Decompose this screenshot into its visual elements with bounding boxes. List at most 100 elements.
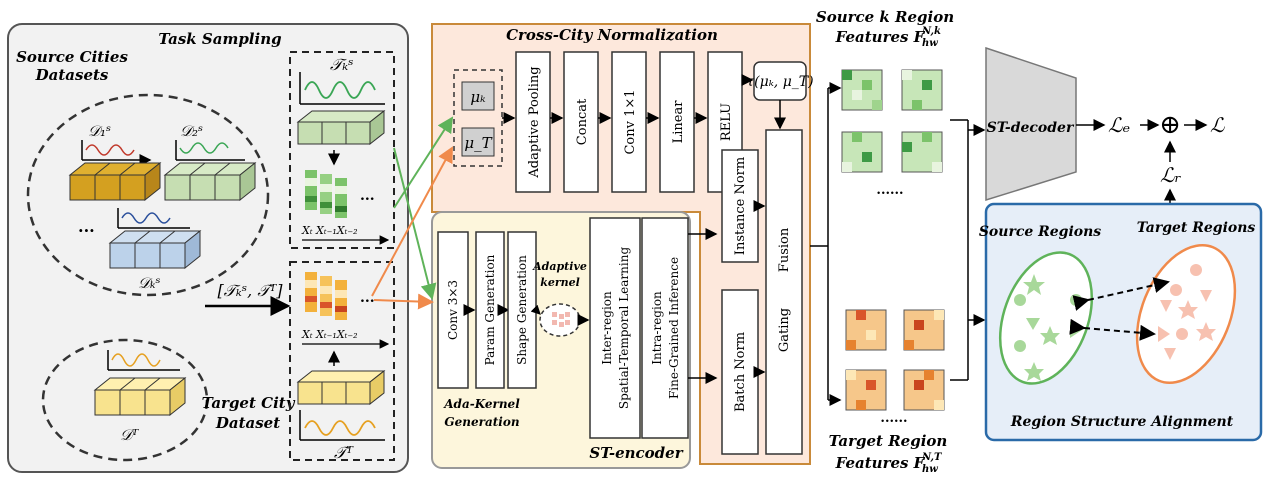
mu-t-label: μ_T	[464, 134, 492, 152]
intra-region-label-1: Intra-region	[650, 291, 664, 365]
target-features-sub: hw	[922, 464, 938, 475]
fusion-label: Fusion	[777, 227, 792, 272]
param-generation-label: Param Generation	[483, 254, 497, 365]
linear-block	[659, 51, 695, 193]
tt-grid-block	[296, 369, 386, 406]
dt-series-line	[111, 353, 161, 367]
oplus-symbol: ⊕	[1159, 110, 1181, 140]
target-regions-title: Target Regions	[1137, 220, 1256, 236]
concat-label: Concat	[575, 98, 590, 145]
inter-region-block	[589, 217, 641, 439]
target-heatmap-3	[845, 369, 887, 411]
d2-label: 𝒟₂ˢ	[180, 122, 203, 140]
intra-region-block	[641, 217, 689, 439]
cross-city-blocks: Adaptive Pooling Concat Conv 1×1 Linear …	[515, 51, 743, 193]
cross-city-title: Cross-City Normalization	[506, 26, 718, 44]
linear-label: Linear	[671, 100, 686, 144]
tt-series-line	[304, 420, 376, 436]
target-task-box	[289, 261, 395, 461]
instance-norm-label: Instance Norm	[733, 157, 748, 255]
source-heatmap-1	[841, 69, 883, 111]
target-heatmap-1	[845, 309, 887, 351]
target-features-title-2: Features F	[835, 454, 926, 472]
st-decoder-shape	[985, 46, 1077, 202]
d1-grid-block	[68, 161, 162, 202]
source-features-dots: ......	[876, 183, 903, 198]
tt-x-labels: Xₜ Xₜ₋₁Xₜ₋₂	[301, 328, 358, 341]
gating-label: Gating	[777, 308, 792, 352]
conv3x3-block	[437, 231, 469, 389]
adaptive-pooling-label: Adaptive Pooling	[527, 66, 542, 178]
ada-kernel-title-2: Generation	[444, 415, 519, 429]
dt-grid-block	[93, 376, 187, 417]
dt-label: 𝒟ᵀ	[120, 426, 139, 444]
inter-region-label-2: Spatial-Temporal Learning	[617, 247, 631, 410]
conv1x1-label: Conv 1×1	[623, 89, 638, 154]
kernel-dots	[552, 312, 570, 327]
target-heatmap-2	[903, 309, 945, 351]
task-sampling-title: Task Sampling	[158, 30, 281, 48]
source-cities-title: Source Cities	[16, 48, 128, 66]
source-features-sup: N,k	[921, 26, 941, 37]
source-heatmap-3	[841, 131, 883, 173]
batch-norm-label: Batch Norm	[733, 332, 748, 412]
intra-region-label-2: Fine-Grained Inference	[667, 257, 681, 399]
source-task-box	[289, 51, 395, 249]
target-city-title: Target City	[202, 394, 296, 412]
dk-label: 𝒟ₖˢ	[138, 274, 161, 292]
st-encoder-title: ST-encoder	[589, 444, 683, 462]
source-datasets-circle	[26, 93, 270, 297]
loss-e-label: ℒₑ	[1108, 113, 1130, 137]
source-features-title-2: Features F	[835, 28, 926, 46]
features-section: Source k Region Features F hw N,k ......	[810, 8, 986, 475]
adaptive-kernel-icon	[539, 303, 581, 337]
batch-norm-block	[721, 289, 759, 455]
instance-norm-block	[721, 149, 759, 263]
inter-region-label-1: Inter-region	[600, 291, 614, 365]
tks-label: 𝒯ₖˢ	[330, 55, 353, 74]
loss-r-label: ℒᵣ	[1160, 163, 1181, 187]
tks-series-line	[304, 81, 376, 99]
st-decoder-label: ST-decoder	[987, 120, 1075, 136]
relu-label: RELU	[719, 103, 734, 141]
alignment-title: Region Structure Alignment	[1010, 414, 1234, 430]
source-features-sub: hw	[922, 38, 938, 49]
d1-series-line	[85, 144, 135, 156]
mu-t-box	[461, 127, 495, 157]
source-dots: ...	[78, 217, 95, 236]
mu-k-label: μₖ	[470, 88, 486, 106]
concat-block	[563, 51, 599, 193]
dk-grid-block	[108, 229, 202, 270]
target-dataset-title: Dataset	[215, 414, 280, 432]
cross-city-panel: Cross-City Normalization μₖ μ_T Adaptive…	[431, 23, 814, 465]
source-datasets-title: Datasets	[35, 66, 109, 84]
loss-total-label: ℒ	[1210, 113, 1225, 137]
alignment-arrow-2	[1069, 318, 1156, 341]
mu-k-box	[461, 81, 495, 111]
tks-x-labels: Xₜ Xₜ₋₁Xₜ₋₂	[301, 224, 358, 237]
adaptive-kernel-label-1: Adaptive	[532, 260, 587, 273]
alignment-arrow-1	[1072, 277, 1170, 311]
dk-series-line	[121, 212, 171, 224]
target-dataset-circle	[41, 338, 209, 462]
tt-slices	[305, 272, 347, 320]
task-sampling-panel: Task Sampling Source Cities Datasets 𝒟₁ˢ…	[7, 23, 409, 473]
d1-label: 𝒟₁ˢ	[88, 122, 111, 140]
source-regions-title: Source Regions	[979, 224, 1101, 240]
conv3x3-label: Conv 3×3	[446, 280, 460, 340]
target-features-title-1: Target Region	[829, 432, 948, 450]
tks-grid-block	[296, 109, 386, 146]
target-region-points	[1158, 264, 1216, 360]
ada-kernel-title-1: Ada-Kernel	[443, 397, 520, 411]
fusion-gating-block	[765, 129, 803, 455]
target-features-sup: N,T	[921, 452, 943, 463]
decoder-section: ST-decoder ℒₑ ⊕ ℒ ℒᵣ	[985, 46, 1225, 204]
adaptive-kernel-label-2: kernel	[540, 276, 580, 289]
adaptive-pooling-block	[515, 51, 551, 193]
tt-ellipsis: ...	[360, 290, 375, 306]
d2-series-line	[179, 142, 229, 154]
task-connectors	[371, 116, 454, 310]
source-heatmap-4	[901, 131, 943, 173]
tau-label: τ(μₖ, μ_T)	[746, 74, 813, 90]
